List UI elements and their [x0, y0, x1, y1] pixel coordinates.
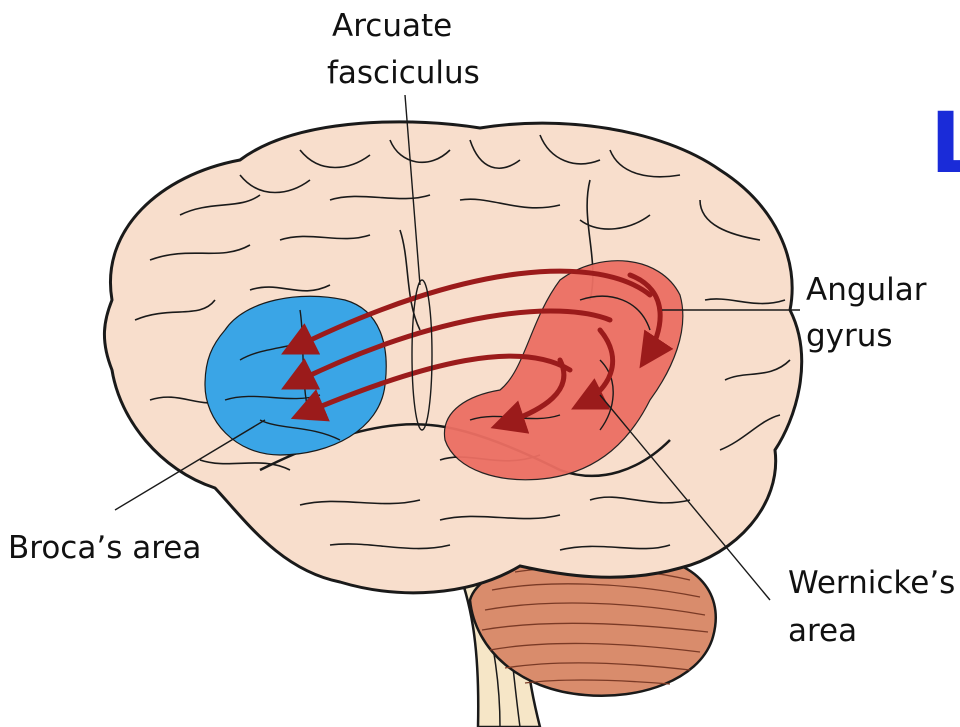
label-wernicke-line2: area — [788, 613, 857, 649]
label-arcuate-line1: Arcuate — [332, 8, 452, 44]
label-wernicke-line1: Wernicke’s — [788, 565, 955, 601]
label-angular-line1: Angular — [806, 272, 927, 308]
title-fragment: L — [930, 98, 960, 188]
label-arcuate-line2: fasciculus — [327, 55, 480, 91]
label-angular-line2: gyrus — [806, 318, 893, 354]
label-broca: Broca’s area — [8, 530, 201, 566]
